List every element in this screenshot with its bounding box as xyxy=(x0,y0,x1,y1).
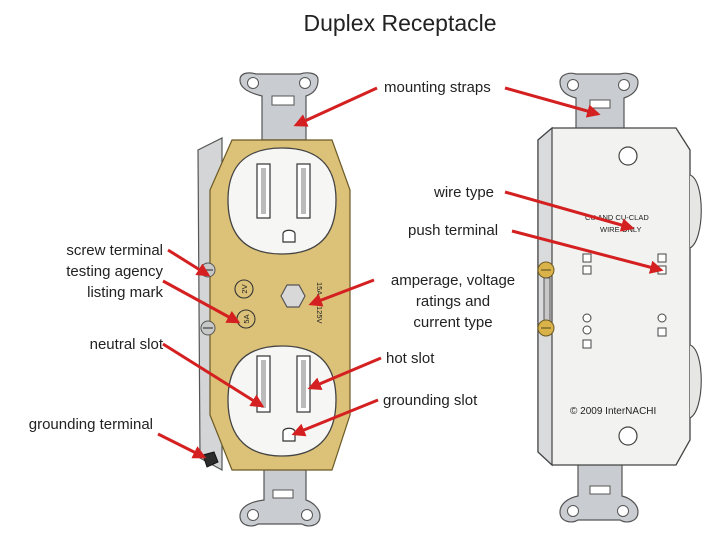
arrow-push-terminal xyxy=(511,229,664,274)
grounding-terminal-screw xyxy=(202,451,219,468)
label-grounding-slot: grounding slot xyxy=(383,392,478,409)
label-hot-slot: hot slot xyxy=(386,350,435,367)
arrow-grounding-slot xyxy=(291,398,379,437)
label-amperage-line3: current type xyxy=(413,314,492,331)
copyright-text: © 2009 InterNACHI xyxy=(570,406,656,417)
seal-lower-text: 5A xyxy=(242,314,251,323)
arrow-mounting-straps-front xyxy=(293,86,378,127)
label-amperage-line2: ratings and xyxy=(416,293,490,310)
arrow-mounting-straps-back xyxy=(504,86,601,118)
back-hole-bottom xyxy=(618,426,638,446)
label-screw-terminal: screw terminal xyxy=(66,242,163,259)
back-receptacle: CU AND CU-CLAD WIRE ONLY © 2009 InterNAC… xyxy=(537,72,702,523)
back-wire-text-1: CU AND CU-CLAD xyxy=(585,213,649,222)
arrow-neutral-slot xyxy=(162,342,265,408)
diagram-title: Duplex Receptacle xyxy=(303,10,496,36)
label-neutral-slot: neutral slot xyxy=(90,336,164,353)
arrow-wire-type xyxy=(504,190,635,232)
arrow-hot-slot xyxy=(307,356,382,391)
label-testing-agency-line2: listing mark xyxy=(87,284,163,301)
back-bottom-mounting-strap xyxy=(559,461,639,523)
grounding-slot-shape xyxy=(282,427,296,442)
arrow-grounding-terminal xyxy=(157,432,207,459)
arrow-amperage xyxy=(308,278,375,307)
arrow-screw-terminal xyxy=(167,248,211,277)
label-amperage-line1: amperage, voltage xyxy=(391,272,515,289)
front-top-mounting-strap xyxy=(239,72,319,141)
seal-upper-text: 2V xyxy=(240,284,249,293)
listing-seal-upper xyxy=(234,279,254,299)
front-bottom-mounting-strap xyxy=(239,464,321,527)
label-testing-agency-line1: testing agency xyxy=(66,263,163,280)
back-top-mounting-strap xyxy=(559,72,639,133)
label-push-terminal: push terminal xyxy=(408,222,498,239)
center-screw xyxy=(280,284,306,308)
label-grounding-terminal: grounding terminal xyxy=(29,416,153,433)
label-wire-type: wire type xyxy=(433,184,494,201)
back-hole-top xyxy=(618,146,638,166)
label-mounting-straps: mounting straps xyxy=(384,79,491,96)
callout-labels: mounting straps wire type push terminal … xyxy=(29,79,515,433)
arrow-testing-agency xyxy=(162,279,241,324)
lower-outlet-face xyxy=(227,345,337,457)
callout-arrows xyxy=(157,86,664,459)
rating-amps-text: 15A xyxy=(315,282,324,295)
rating-volts-text: 125V xyxy=(315,306,324,324)
upper-outlet-face xyxy=(227,147,337,255)
